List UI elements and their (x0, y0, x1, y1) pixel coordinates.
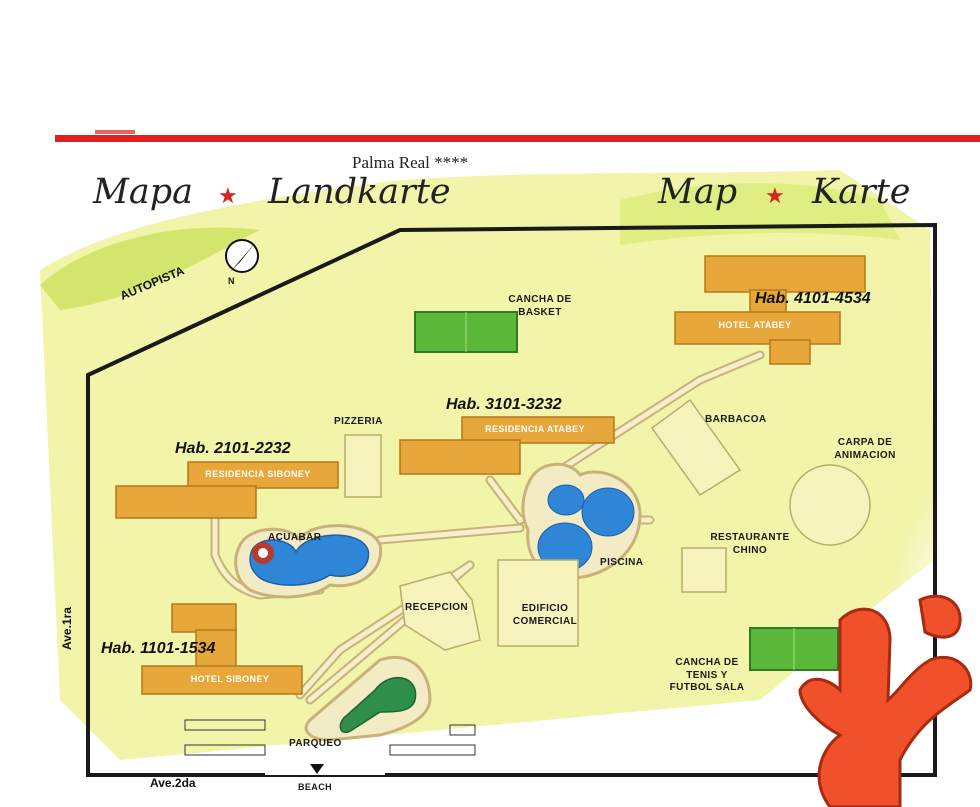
edificio-comercial-label: EDIFICIO COMERCIAL (505, 603, 585, 628)
restaurante-line1: RESTAURANTE (710, 532, 790, 543)
tenis-line1: CANCHA DE (675, 657, 739, 668)
property-boundary (86, 222, 937, 777)
title-landkarte: Landkarte (268, 172, 451, 212)
ave2-label: Ave.2da (150, 776, 196, 790)
hotel-siboney-label: HOTEL SIBONEY (190, 674, 270, 684)
beach-label: BEACH (298, 782, 333, 792)
cancha-basket-line1: CANCHA DE (508, 294, 572, 305)
hotel-name: Palma Real **** (352, 153, 469, 172)
main-pool (521, 462, 642, 580)
carpa-animacion-label: CARPA DE ANIMACION (820, 437, 910, 462)
edificio-line2: COMERCIAL (512, 615, 578, 627)
compass-icon: N (225, 239, 259, 286)
building-hotel-atabey (674, 255, 866, 365)
tenis-line3: FUTBOL SALA (669, 682, 745, 693)
header-rule (55, 135, 980, 142)
pizzeria-label: PIZZERIA (334, 416, 383, 427)
pizzeria-building (344, 434, 382, 498)
recepcion-label: RECEPCION (405, 602, 469, 613)
parqueo-label: PARQUEO (289, 738, 342, 749)
restaurante-line2: CHINO (732, 544, 768, 556)
barbacoa-label: BARBACOA (705, 414, 767, 425)
restaurante-chino-label: RESTAURANTE CHINO (700, 532, 800, 557)
decorative-sculpture (798, 594, 973, 807)
building-residencia-siboney (115, 461, 339, 519)
cancha-basket-line2: BASKET (518, 306, 562, 318)
cancha-tenis-label: CANCHA DE TENIS Y FUTBOL SALA (662, 657, 752, 695)
carpa-animacion (789, 464, 871, 546)
acuabar-label: ACUABAR (268, 532, 322, 543)
carpa-line1: CARPA DE (837, 437, 893, 448)
svg-text:N: N (228, 276, 235, 286)
ave1-label: Ave.1ra (60, 607, 74, 650)
arrow-down-icon (310, 764, 324, 774)
cancha-basket-label: CANCHA DE BASKET (495, 294, 585, 319)
tenis-line2: TENIS Y (686, 669, 728, 681)
rooms-hotel-atabey: Hab. 4101-4534 (755, 290, 871, 307)
recepcion-building (399, 571, 481, 651)
carpa-line2: ANIMACION (834, 449, 896, 461)
parking-spaces (184, 719, 476, 756)
rooms-residencia-siboney: Hab. 2101-2232 (175, 440, 291, 457)
rooms-residencia-atabey: Hab. 3101-3232 (446, 396, 562, 413)
rooms-hotel-siboney: Hab. 1101-1534 (101, 640, 216, 657)
residencia-siboney-label: RESIDENCIA SIBONEY (205, 469, 311, 479)
title-karte: Karte (812, 172, 911, 212)
piscina-label: PISCINA (600, 557, 644, 568)
basketball-court (414, 311, 518, 353)
building-hotel-siboney (141, 603, 303, 695)
star-icon: ★ (765, 183, 785, 208)
edificio-comercial-building (497, 559, 579, 647)
tennis-court (749, 627, 839, 671)
edificio-line1: EDIFICIO (521, 603, 569, 614)
residencia-atabey-label: RESIDENCIA ATABEY (485, 424, 585, 434)
star-icon: ★ (218, 183, 238, 208)
hotel-atabey-label: HOTEL ATABEY (718, 320, 792, 330)
acuabar-pool (234, 524, 383, 599)
title-mapa: Mapa (93, 172, 193, 212)
building-residencia-atabey (399, 416, 615, 475)
parking-area (304, 655, 432, 742)
barbacoa-building (650, 398, 742, 497)
title-map: Map (658, 172, 738, 212)
restaurante-chino-building (681, 547, 727, 593)
